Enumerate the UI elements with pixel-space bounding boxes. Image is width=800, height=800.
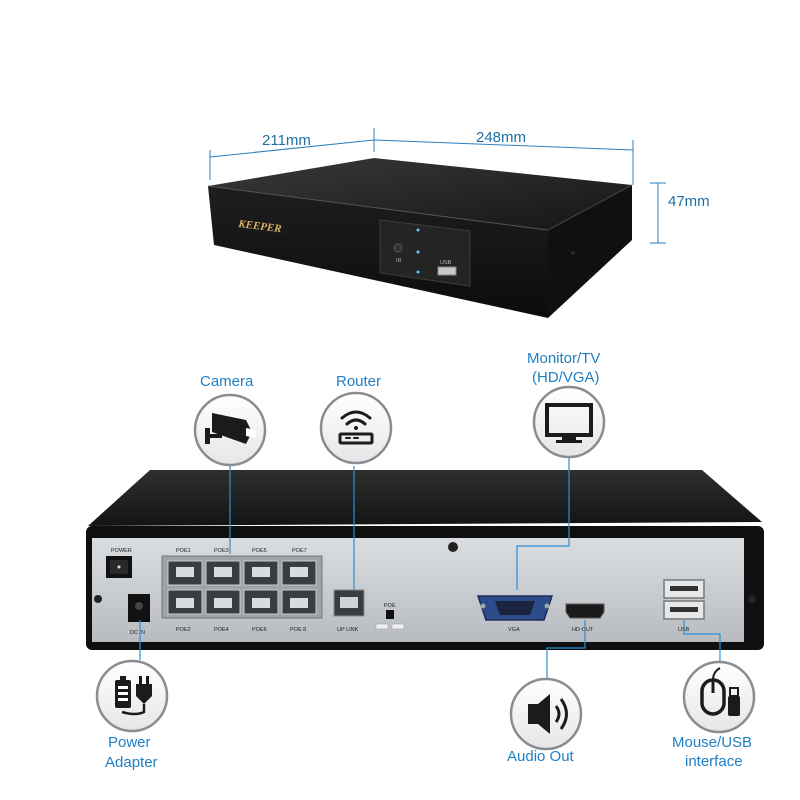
brand-logo: KEEPER [237, 218, 283, 235]
mouse-usb-callout [682, 660, 756, 734]
front-usb-port[interactable] [437, 266, 457, 276]
uplink-label: UP LINK [337, 627, 359, 633]
height-dimension-label: 47mm [668, 193, 710, 210]
hdmi-label: HD-OUT [572, 627, 594, 633]
nvr-rear-view: POWER DC IN POE1 POE3 POE5 POE7 [86, 470, 764, 650]
poe-bottom-label-4: POE4 [214, 627, 229, 633]
usb-stick-icon [728, 687, 740, 716]
mouse-callout-label-line2: interface [685, 753, 743, 770]
mouse-callout-label-line1: Mouse/USB [672, 734, 752, 751]
hdmi-port[interactable] [565, 603, 605, 619]
monitor-callout-label-line1: Monitor/TV [527, 350, 600, 367]
router-callout-label: Router [336, 373, 381, 390]
poe-top-label-1: POE1 [176, 548, 191, 554]
poe-top-label-3: POE5 [252, 548, 267, 554]
camera-callout [193, 393, 267, 467]
poe-top-label-4: POE7 [292, 548, 307, 554]
power-callout-label-line1: Power [108, 734, 151, 751]
ir-label: IR [396, 258, 402, 264]
led-network-icon [416, 250, 420, 254]
poe-bottom-label-6: POE6 [252, 627, 267, 633]
poe-bottom-label-2: POE2 [176, 627, 191, 633]
monitor-callout [532, 385, 606, 459]
poe-top-label-2: POE3 [214, 548, 229, 554]
audio-callout-label: Audio Out [507, 748, 575, 765]
led-hdd-icon [416, 228, 420, 232]
camera-callout-label: Camera [200, 373, 254, 390]
router-callout [319, 391, 393, 465]
poe-switch-label: POE [384, 603, 396, 609]
dc-in-label: DC IN [130, 630, 145, 636]
callout-lines [139, 458, 721, 680]
power-callout [95, 659, 169, 733]
mouse-icon [700, 667, 726, 716]
monitor-icon [545, 403, 593, 443]
vga-label: VGA [508, 627, 520, 633]
poe-bottom-label-8: POE 8 [290, 627, 306, 633]
speaker-icon [528, 694, 568, 734]
router-icon [338, 410, 374, 445]
dimension-lines [209, 128, 666, 244]
audio-callout [509, 677, 583, 751]
monitor-callout-label-line2: (HD/VGA) [532, 369, 600, 386]
power-plug-icon [115, 676, 152, 716]
led-power-icon [416, 270, 420, 274]
ir-sensor-icon [393, 243, 403, 253]
camera-icon [205, 413, 256, 444]
poe-port-4[interactable] [205, 589, 241, 615]
power-switch-label: POWER [111, 548, 132, 554]
power-callout-label-line2: Adapter [105, 754, 158, 771]
front-usb-label: USB [440, 260, 452, 266]
poe-mode-switch[interactable] [386, 610, 394, 619]
depth-dimension-label: 211mm [262, 132, 311, 149]
nvr-front-view: KEEPER IR USB [207, 158, 633, 318]
width-dimension-label: 248mm [476, 129, 526, 146]
